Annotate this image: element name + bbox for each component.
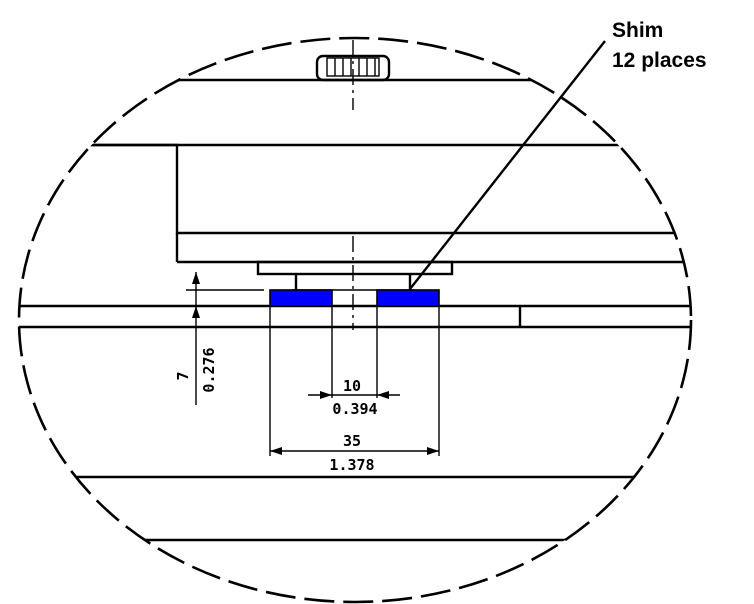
shim-left xyxy=(269,289,333,307)
span-dimension-imperial: 1.378 xyxy=(329,456,374,474)
height-dimension-metric: 7 xyxy=(174,371,192,380)
height-dimension: 7 0.276 xyxy=(174,272,264,405)
gap-dimension-metric: 10 xyxy=(343,377,361,395)
callout-label-places: 12 places xyxy=(612,49,707,72)
span-dimension-metric: 35 xyxy=(343,432,361,450)
step-block-outline xyxy=(19,143,691,235)
detail-boundary-circle xyxy=(17,36,693,604)
shim-right xyxy=(376,289,440,307)
callout-leader-line xyxy=(409,40,606,290)
span-dimension: 35 1.378 xyxy=(269,306,440,474)
gap-dimension: 10 0.394 xyxy=(308,306,400,418)
callout-label-shim: Shim xyxy=(612,19,663,42)
height-dimension-imperial: 0.276 xyxy=(200,347,218,392)
gap-dimension-imperial: 0.394 xyxy=(332,400,377,418)
clamp-pad xyxy=(256,260,454,291)
